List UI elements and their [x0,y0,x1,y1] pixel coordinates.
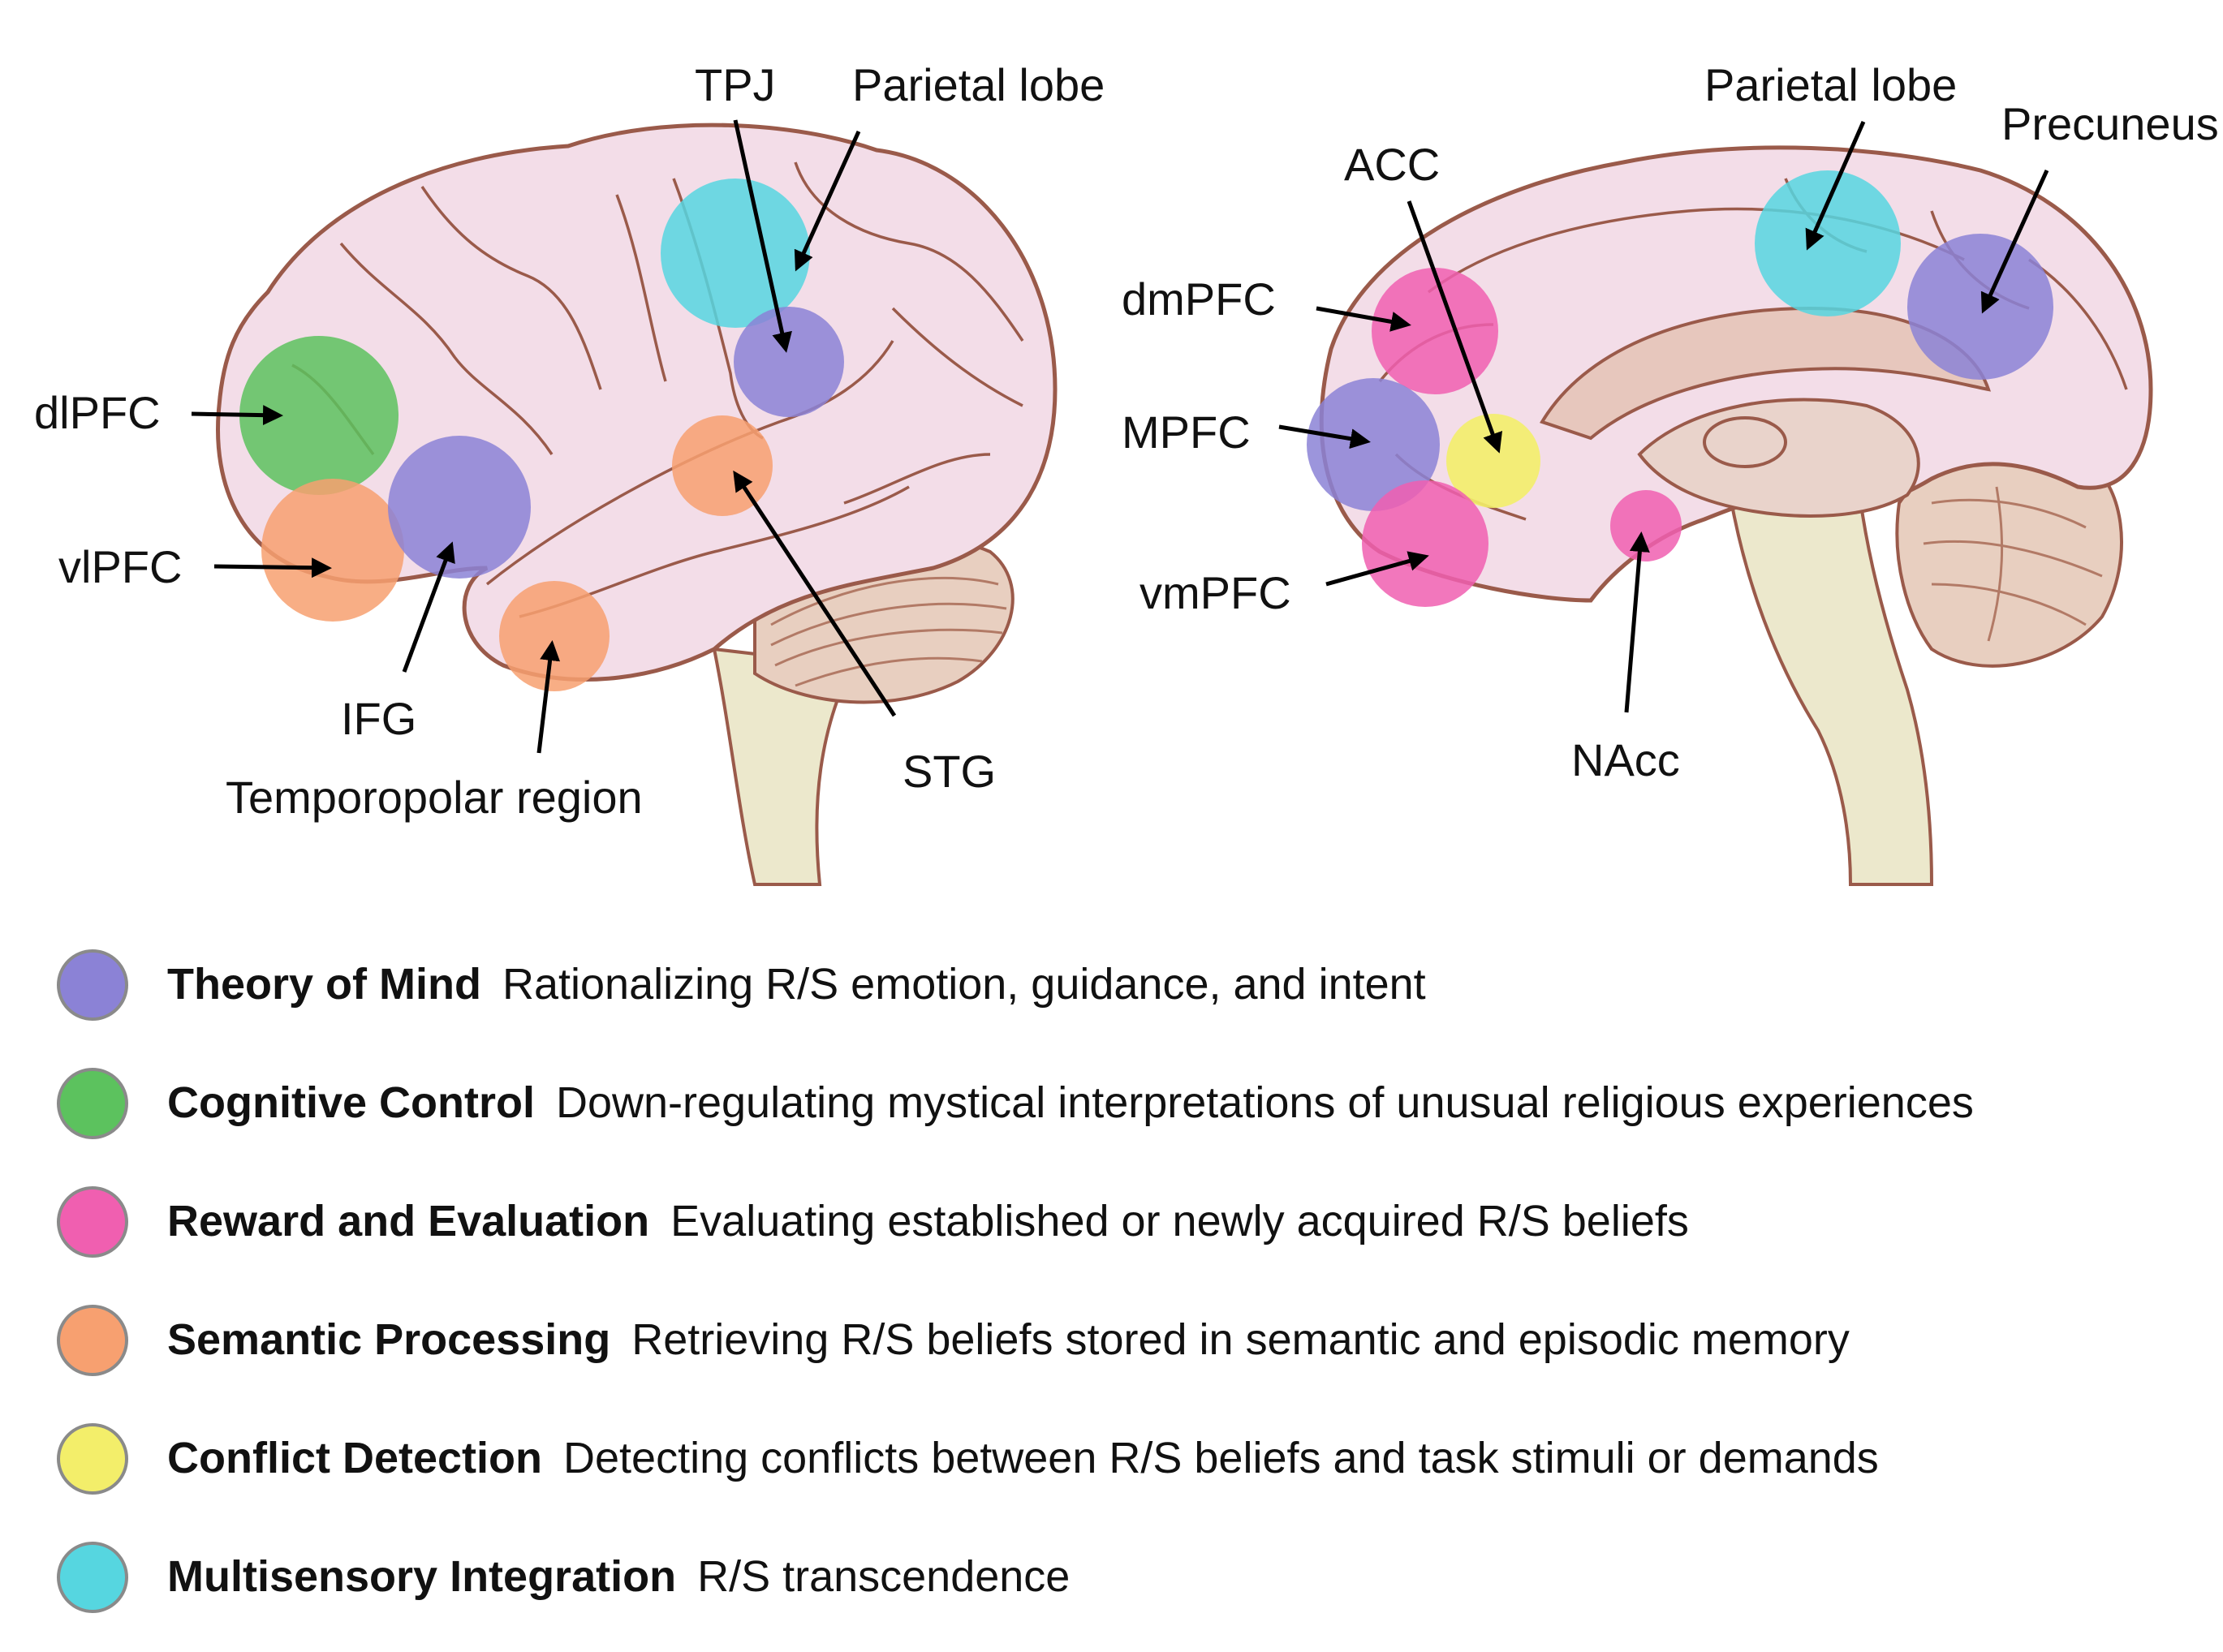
legend-swatch-theory-of-mind [57,949,128,1021]
arrow-precuneus [1980,169,2049,314]
label-stg: STG [903,746,996,797]
legend-swatch-conflict-detection [57,1423,128,1495]
legend-name: Semantic Processing [167,1315,611,1364]
legend-name: Theory of Mind [167,960,481,1009]
label-temporopolar: Temporopolar region [226,772,643,823]
legend-name: Conflict Detection [167,1434,543,1482]
label-ifg: IFG [341,693,416,744]
nacc-region [1610,490,1682,561]
cerebellum-folia [770,576,1007,687]
legend-item-semantic-processing: Semantic Processing Retrieving R/S belief… [57,1297,2199,1415]
legend-text: Semantic Processing Retrieving R/S belief… [167,1314,1850,1365]
label-acc: ACC [1344,139,1440,190]
label-mpfc: MPFC [1122,407,1251,458]
vlpfc-region [261,479,404,622]
label-precuneus: Precuneus [2001,98,2219,149]
label-vlpfc: vlPFC [58,541,182,592]
lateral-parietal-lobe-region [661,179,810,328]
legend-item-theory-of-mind: Theory of Mind Rationalizing R/S emotion,… [57,941,2199,1060]
medial-brainstem [1726,485,1934,886]
thalamus-nucleus [1703,416,1787,468]
arrow-stg [733,470,897,717]
legend-text: Reward and Evaluation Evaluating establis… [167,1196,1689,1246]
lateral-arrows [191,119,897,754]
dlpfc-region [239,336,399,495]
medial-arrows [1278,120,2049,713]
medial-cerebellum-folia [1923,486,2103,642]
legend-item-multisensory-integration: Multisensory Integration R/S transcendenc… [57,1534,2199,1652]
lateral-brainstem [712,647,855,886]
legend-item-conflict-detection: Conflict Detection Detecting conflicts be… [57,1415,2199,1534]
legend-description: Evaluating established or newly acquired… [670,1197,1689,1245]
label-lateral-parietal-lobe: Parietal lobe [852,59,1105,110]
legend-description: Down-regulating mystical interpretations… [555,1078,1974,1127]
legend-description: R/S transcendence [697,1552,1071,1601]
legend-description: Retrieving R/S beliefs stored in semanti… [631,1315,1850,1364]
legend-swatch-semantic-processing [57,1305,128,1376]
arrow-temporopolar [536,640,561,754]
arrow-mpfc [1278,424,1371,450]
arrow-tpj [733,119,792,353]
legend: Theory of Mind Rationalizing R/S emotion,… [57,941,2199,1652]
vmpfc-region [1362,480,1488,607]
legend-item-reward-and-evaluation: Reward and Evaluation Evaluating establis… [57,1178,2199,1297]
legend-swatch-reward-and-evaluation [57,1186,128,1258]
acc-region [1446,414,1540,508]
legend-text: Cognitive Control Down-regulating mystica… [167,1078,1974,1128]
temporopolar-region [499,581,610,691]
arrow-ifg [402,541,455,673]
precuneus-region [1907,234,2053,380]
medial-brain [1307,145,2153,886]
lateral-brain [216,123,1058,886]
arrow-acc [1407,200,1502,454]
arrow-vlpfc [213,557,332,579]
arrow-nacc [1624,531,1650,713]
brain-figure: TPJ Parietal lobe dlPFC vlPFC IFG Tempor… [34,59,2219,886]
legend-text: Multisensory Integration R/S transcendenc… [167,1551,1070,1602]
mpfc-region [1307,378,1440,511]
medial-parietal-lobe-region [1755,170,1901,316]
corpus-callosum [1540,306,1991,441]
label-tpj: TPJ [695,59,776,110]
legend-text: Theory of Mind Rationalizing R/S emotion,… [167,959,1426,1009]
label-dmpfc: dmPFC [1122,273,1276,325]
ifg-region [388,436,531,579]
legend-name: Cognitive Control [167,1078,535,1127]
legend-description: Rationalizing R/S emotion, guidance, and… [502,960,1426,1009]
dmpfc-region [1372,268,1498,394]
legend-item-cognitive-control: Cognitive Control Down-regulating mystica… [57,1060,2199,1178]
legend-text: Conflict Detection Detecting conflicts be… [167,1433,1879,1483]
legend-description: Detecting conflicts between R/S beliefs … [563,1434,1879,1482]
legend-name: Multisensory Integration [167,1552,677,1601]
arrow-dlpfc [191,405,283,426]
tpj-region [734,307,844,417]
arrow-medial-parietal-lobe [1805,120,1866,251]
legend-swatch-multisensory-integration [57,1542,128,1613]
legend-swatch-cognitive-control [57,1068,128,1139]
label-dlpfc: dlPFC [34,387,161,438]
arrow-dmpfc [1316,306,1411,332]
label-medial-parietal-lobe: Parietal lobe [1704,59,1957,110]
stg-region [672,415,773,516]
arrow-vmpfc [1325,551,1429,587]
label-nacc: NAcc [1571,734,1680,785]
label-vmpfc: vmPFC [1140,567,1291,618]
legend-name: Reward and Evaluation [167,1197,650,1245]
arrow-lateral-parietal-lobe [794,130,861,272]
